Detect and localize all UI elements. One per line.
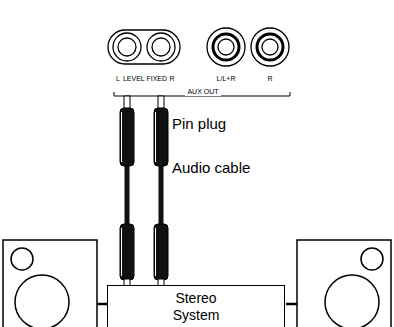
jack-label: L <box>116 75 120 83</box>
box-label: Stereo System <box>173 290 220 324</box>
group-label: AUX OUT <box>185 88 220 96</box>
audio-cable-right <box>154 96 168 286</box>
part-label: Pin plug <box>172 116 226 133</box>
right-speaker <box>297 240 391 327</box>
part-label: Audio cable <box>172 160 250 177</box>
rca-jacks <box>108 30 180 64</box>
phone-jacks <box>207 28 289 66</box>
jack-label: R <box>169 75 174 83</box>
stereo-system-box: Stereo System <box>107 285 285 327</box>
jack-label: LEVEL FIXED <box>123 75 167 83</box>
left-speaker <box>3 240 97 327</box>
jack-label: L/L+R <box>217 75 236 83</box>
audio-cable-left <box>120 96 134 286</box>
jack-label: R <box>267 75 272 83</box>
